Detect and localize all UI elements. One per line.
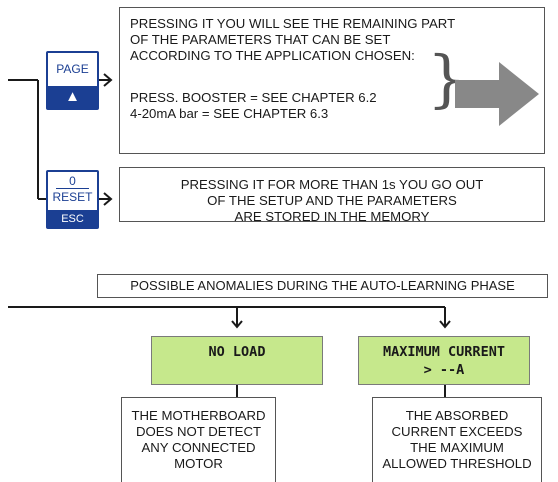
- right-arrow-icon: [455, 62, 539, 126]
- anomaly-description-no-load: THE MOTHERBOARD DOES NOT DETECT ANY CONN…: [121, 397, 276, 482]
- page-info-line-5: 4-20mA bar = SEE CHAPTER 6.3: [130, 106, 329, 121]
- page-info-line-3: ACCORDING TO THE APPLICATION CHOSEN:: [130, 48, 415, 63]
- desc-line-1: THE MOTHERBOARD: [131, 408, 266, 423]
- page-info-line-4: PRESS. BOOSTER = SEE CHAPTER 6.2: [130, 90, 377, 105]
- anomalies-title: POSSIBLE ANOMALIES DURING THE AUTO-LEARN…: [97, 274, 548, 298]
- desc-line-2: DOES NOT DETECT: [135, 424, 262, 439]
- page-info-line-2: OF THE PARAMETERS THAT CAN BE SET: [130, 32, 391, 47]
- anomaly-description-maximum-current: THE ABSORBED CURRENT EXCEEDS THE MAXIMUM…: [372, 397, 542, 482]
- lcd-line-2: > --A: [423, 362, 465, 378]
- desc-line-4: MOTOR: [174, 456, 223, 471]
- lcd-display-no-load: NO LOAD: [151, 336, 323, 385]
- desc-line-2: CURRENT EXCEEDS: [391, 424, 523, 439]
- page-key-face: PAGE: [48, 53, 97, 86]
- desc-line-4: ALLOWED THRESHOLD: [382, 456, 532, 471]
- desc-line-1: THE ABSORBED: [405, 408, 509, 423]
- reset-key-zero: 0: [69, 174, 76, 188]
- reset-info-line-2: OF THE SETUP AND THE PARAMETERS: [207, 193, 457, 208]
- reset-key-divider: [56, 188, 89, 189]
- lcd-display-maximum-current: MAXIMUM CURRENT > --A: [358, 336, 530, 385]
- page-key[interactable]: PAGE ▲: [46, 51, 99, 110]
- esc-label: ESC: [61, 213, 84, 225]
- reset-key-label: RESET: [52, 190, 93, 204]
- lcd-line-1: MAXIMUM CURRENT: [383, 344, 505, 360]
- lcd-line-1: NO LOAD: [208, 344, 266, 360]
- reset-esc-key[interactable]: 0 RESET ESC: [46, 170, 99, 229]
- up-triangle-icon: ▲: [65, 88, 80, 105]
- desc-line-3: ANY CONNECTED: [141, 440, 256, 455]
- page-key-label: PAGE: [56, 62, 89, 76]
- reset-info-line-3: ARE STORED IN THE MEMORY: [234, 209, 430, 224]
- page-info-box: PRESSING IT YOU WILL SEE THE REMAINING P…: [119, 7, 545, 154]
- reset-info-box: PRESSING IT FOR MORE THAN 1s YOU GO OUT …: [119, 167, 545, 224]
- reset-info-line-1: PRESSING IT FOR MORE THAN 1s YOU GO OUT: [180, 177, 484, 192]
- page-info-line-1: PRESSING IT YOU WILL SEE THE REMAINING P…: [130, 16, 456, 31]
- desc-line-3: THE MAXIMUM: [410, 440, 504, 455]
- reset-key-face: 0 RESET: [48, 172, 97, 210]
